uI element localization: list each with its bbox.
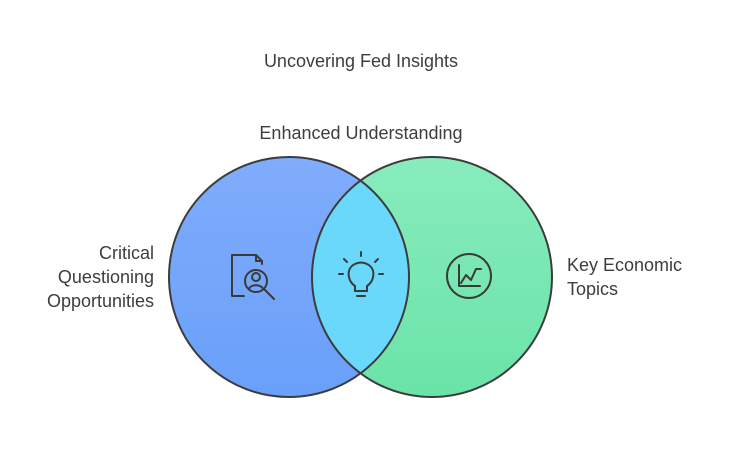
- trend-chart-icon: [446, 253, 492, 299]
- overlap-label: Enhanced Understanding: [259, 123, 463, 143]
- left-circle-outline: [168, 156, 410, 398]
- left-label-line-1: Critical: [98, 243, 154, 263]
- lightbulb-icon: [338, 251, 384, 297]
- right-circle-outline: [311, 156, 553, 398]
- left-label-line-2: Questioning: [57, 267, 154, 287]
- overlap-region: [312, 157, 409, 397]
- right-circle-label: Key Economic Topics: [567, 253, 682, 301]
- left-circle-label: Critical Questioning Opportunities: [47, 241, 154, 313]
- left-label-line-3: Opportunities: [46, 291, 154, 311]
- diagram-title: Uncovering Fed Insights: [263, 51, 459, 71]
- right-label-line-2: Topics: [567, 279, 619, 299]
- document-search-icon: [231, 254, 275, 300]
- right-label-line-1: Key Economic: [567, 255, 683, 275]
